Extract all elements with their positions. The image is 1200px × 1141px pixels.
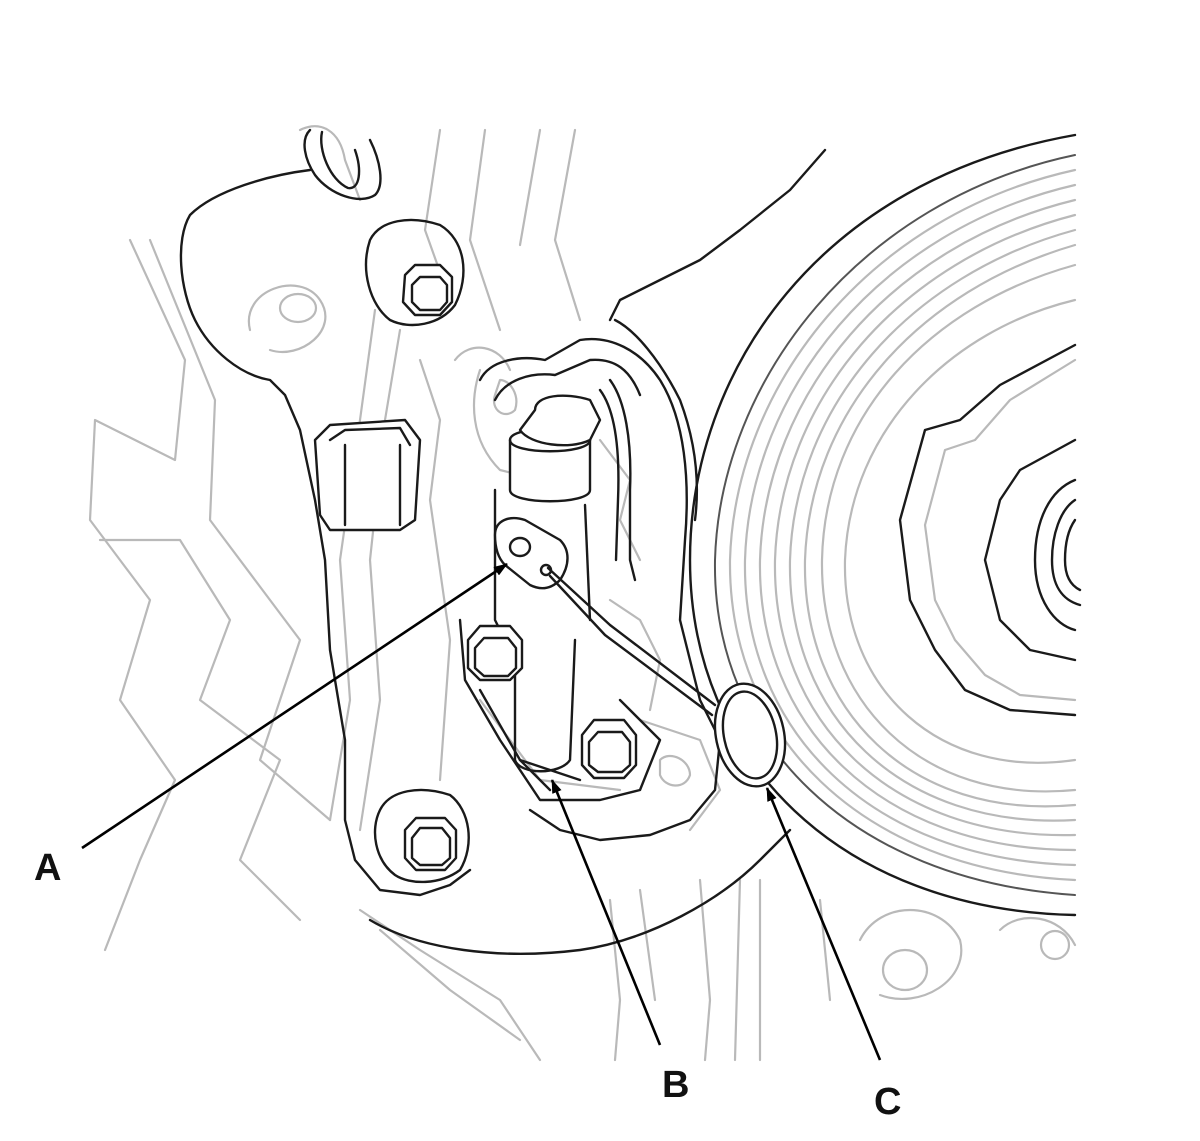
stopper-pin xyxy=(546,566,787,788)
lower-bolt xyxy=(373,788,470,884)
callout-c-leader xyxy=(765,787,882,1061)
callout-b-leader xyxy=(550,779,662,1046)
callout-label-b: B xyxy=(662,1064,689,1106)
engine-block-background xyxy=(88,125,1077,1062)
callout-a-leader xyxy=(81,562,508,850)
side-bracket xyxy=(313,418,422,532)
crankshaft-pulley xyxy=(688,133,1082,917)
middle-bolt xyxy=(466,624,524,682)
upper-bolt xyxy=(364,218,465,327)
stopper-plate xyxy=(493,516,569,590)
callout-label-a: A xyxy=(34,847,61,889)
tensioner-housing xyxy=(458,337,722,842)
timing-cover xyxy=(179,128,827,955)
tensioner-bolt xyxy=(580,718,638,780)
callout-label-c: C xyxy=(874,1081,901,1123)
tensioner-cylinder xyxy=(493,394,602,792)
